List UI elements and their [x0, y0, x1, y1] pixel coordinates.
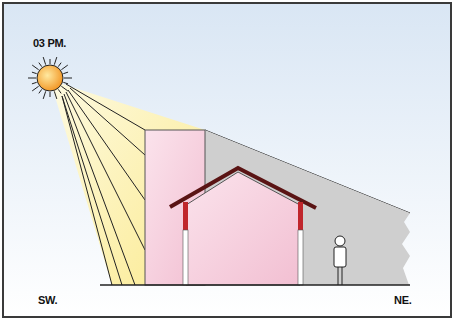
sun-symbol	[28, 57, 72, 99]
ground-line	[100, 284, 410, 286]
house-roof	[170, 168, 316, 208]
sun-spike	[43, 91, 45, 99]
direction-label: SW.	[38, 295, 57, 306]
sun-spike	[61, 65, 67, 70]
sun-spike	[50, 59, 51, 64]
person	[334, 236, 346, 285]
sun-spike	[58, 89, 61, 93]
sun-spike	[61, 86, 67, 91]
sun-spike	[64, 78, 72, 79]
sun-spike	[54, 57, 56, 65]
sun-spike	[63, 82, 68, 84]
frame	[3, 3, 451, 317]
sun-spike	[39, 89, 42, 93]
sun-spike	[54, 91, 56, 99]
sun-spike	[39, 63, 42, 67]
sun-spike	[63, 72, 68, 74]
sun-spike	[32, 72, 37, 74]
house-posts	[183, 202, 303, 285]
sun-spike	[28, 78, 36, 79]
time-label: 03 PM.	[33, 38, 66, 49]
sun-spike	[58, 63, 61, 67]
sun-spike	[50, 92, 51, 97]
sun-beam	[50, 80, 205, 285]
sun-spike	[43, 57, 45, 65]
sun-spike	[32, 86, 38, 91]
sun-spike	[32, 65, 38, 70]
sun-spike	[32, 82, 37, 84]
direction-label: NE.	[394, 295, 411, 306]
sun-rays	[62, 84, 410, 285]
